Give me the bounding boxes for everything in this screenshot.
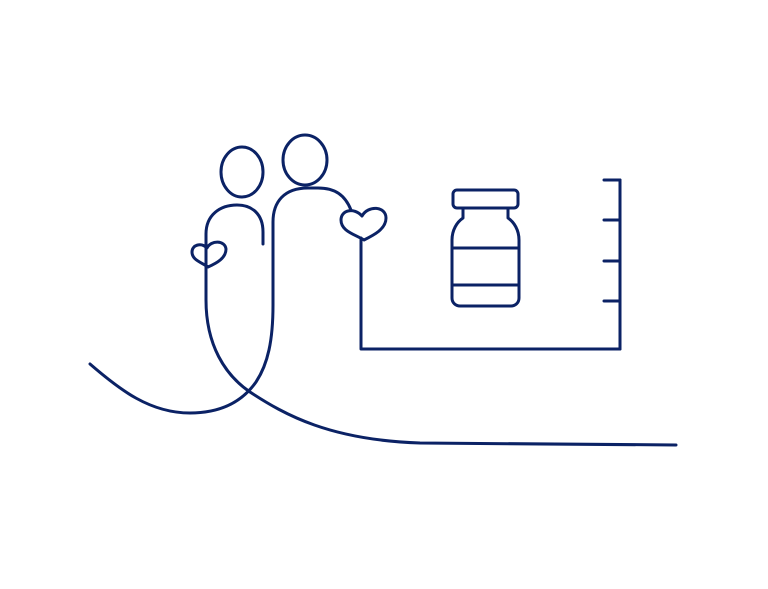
right-person-arm-line — [359, 236, 622, 351]
left-person-icon — [204, 145, 678, 447]
medicine-vial-icon — [450, 188, 521, 308]
right-person-icon — [88, 133, 622, 415]
right-heart-icon — [339, 206, 388, 242]
left-person-body-line — [204, 203, 678, 447]
measurement-scale-icon — [602, 178, 622, 351]
vial-cap — [451, 188, 520, 210]
left-heart-icon — [190, 240, 228, 269]
right-person-body-line — [88, 186, 353, 415]
vial-body — [450, 206, 521, 308]
right-person-head — [281, 133, 329, 187]
left-person-head — [219, 145, 265, 199]
